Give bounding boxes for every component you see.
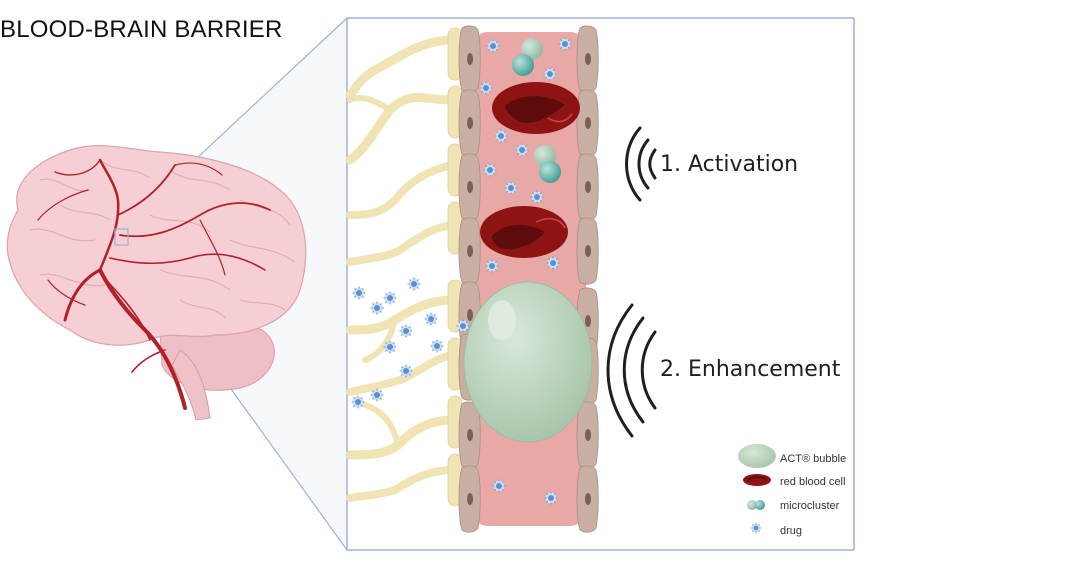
microcluster [534, 145, 561, 183]
red-blood-cell [492, 82, 580, 134]
brain-illustration [6, 145, 307, 421]
legend [738, 444, 776, 534]
legend-red-blood-cell-label: red blood cell [780, 476, 846, 488]
microcluster [512, 38, 543, 76]
ultrasound-waves-enhancement-icon [606, 303, 657, 438]
legend-act-bubble-swatch [738, 444, 776, 468]
zoom-region-marker [114, 228, 129, 246]
ultrasound-waves-activation-icon [625, 126, 657, 202]
endothelial-cells-right [576, 25, 599, 533]
legend-microcluster-label: microcluster [780, 500, 840, 512]
legend-microcluster-swatch [747, 500, 757, 510]
legend-drug-label: drug [780, 525, 803, 537]
legend-red-blood-cell-swatch [743, 474, 771, 486]
act-bubble [463, 281, 593, 443]
legend-act-bubble-label: ACT® bubble [780, 453, 847, 465]
endothelial-cells-left [458, 25, 481, 533]
astrocyte-processes [345, 35, 457, 502]
cerebrum [6, 145, 307, 346]
legend-drug-swatch [750, 522, 762, 534]
enhancement-step-label: 2. Enhancement [660, 357, 841, 382]
red-blood-cell [480, 206, 568, 258]
brainstem [171, 349, 211, 421]
activation-step-label: 1. Activation [660, 152, 799, 177]
diagram-title: BLOOD-BRAIN BARRIER [0, 16, 283, 43]
